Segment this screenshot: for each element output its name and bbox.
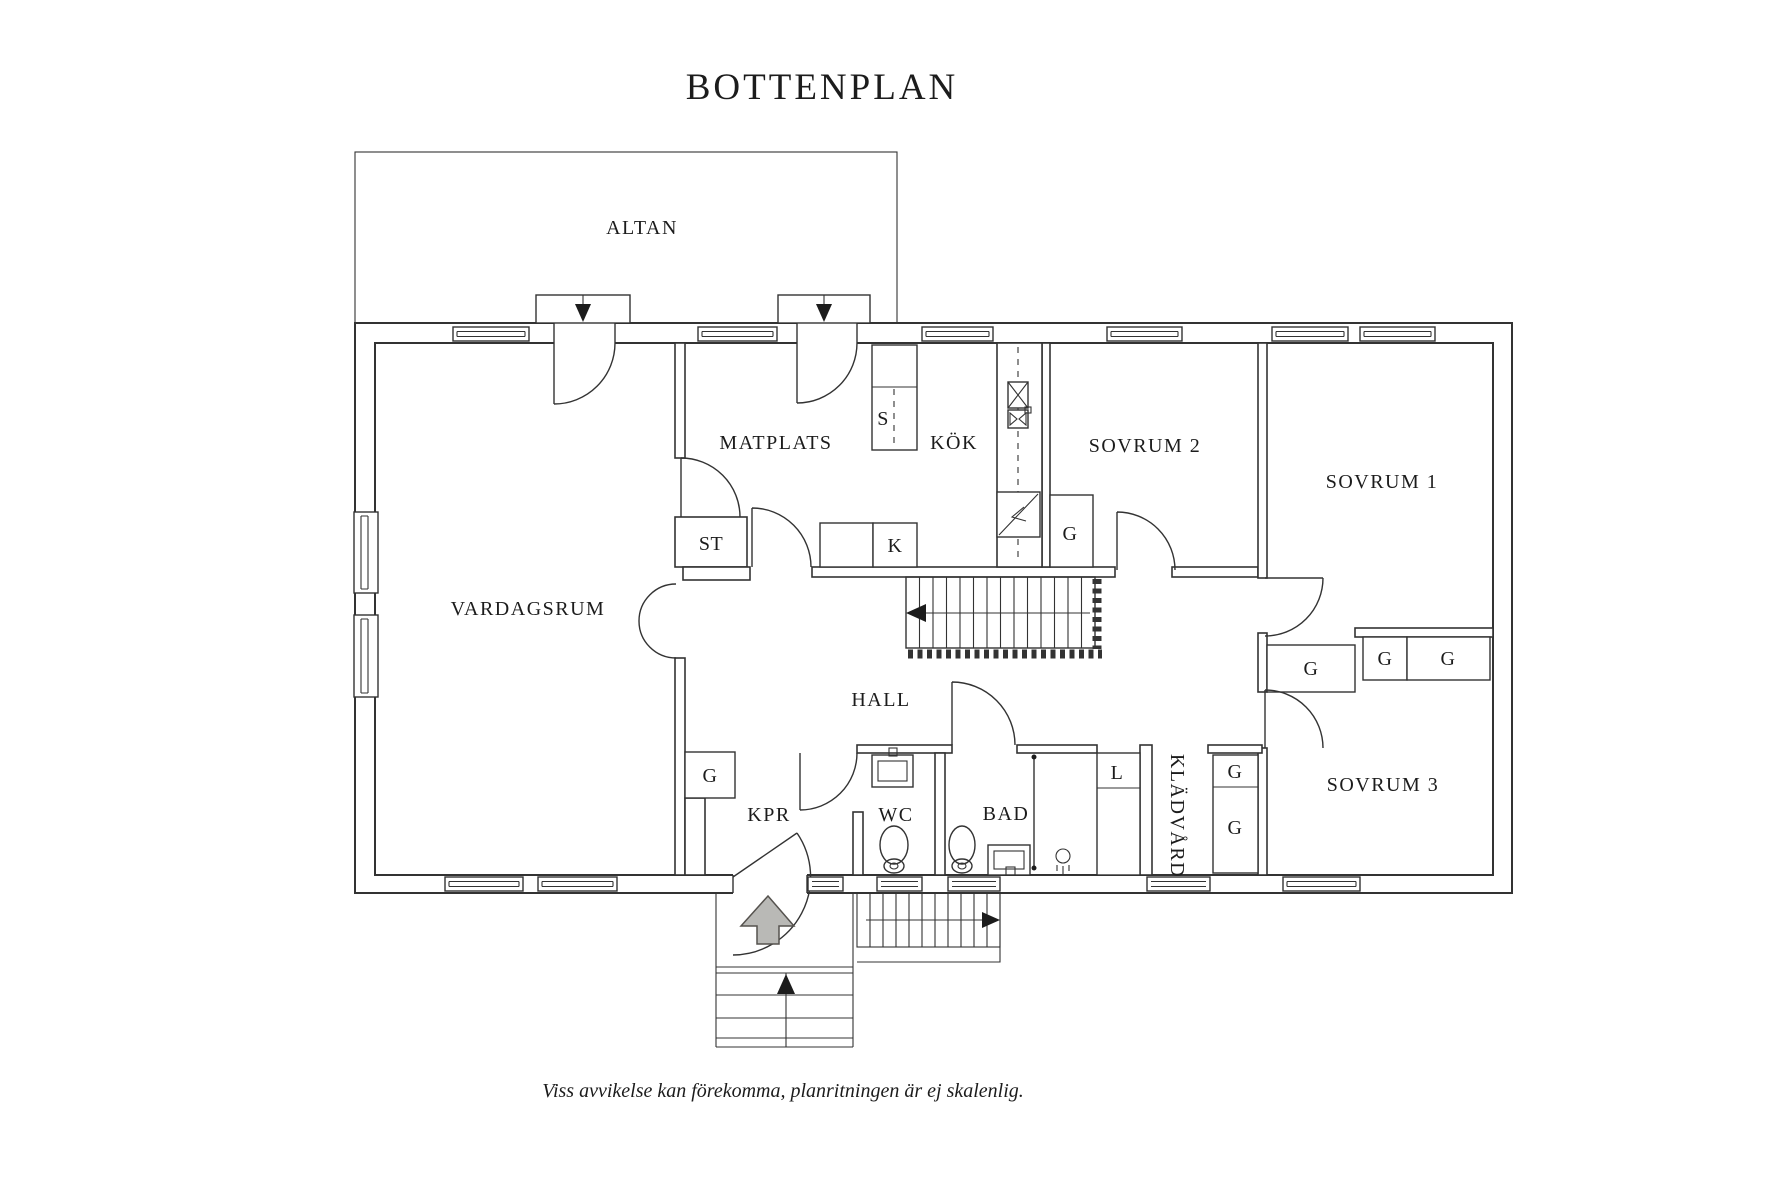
window: [1271, 326, 1349, 342]
st-closet-box: [674, 516, 751, 581]
closet-label-s: S: [877, 408, 889, 430]
door-sovrum3: [1264, 689, 1324, 749]
room-label-matplats: MATPLATS: [719, 432, 832, 454]
entry-landing: [715, 893, 854, 1048]
g-closet-row-1: [1362, 636, 1408, 681]
window: [1106, 326, 1183, 342]
door-matplats-west: [680, 457, 741, 518]
window: [947, 876, 1001, 892]
room-label-vardagsrum: VARDAGSRUM: [451, 598, 606, 620]
altan-door-boxes: [535, 294, 871, 324]
door-altan-matplats: [796, 342, 858, 404]
wc-fixtures: [871, 747, 914, 874]
sink-valve-icon: [1007, 406, 1032, 429]
windows-top: [452, 326, 1436, 342]
room-label-hall: HALL: [851, 689, 910, 711]
wc-sink-icon: [871, 747, 914, 788]
pantry-box: [871, 344, 918, 451]
door-bad: [951, 681, 1016, 746]
entry-arrow-icon: [739, 894, 796, 945]
g-closet-kpr: [684, 751, 736, 799]
exterior-openings: [553, 321, 858, 895]
closet-label-st: ST: [699, 533, 723, 555]
door-sovrum1: [1264, 577, 1324, 637]
bad-toilet-icon: [948, 825, 976, 874]
flue-icon: [996, 491, 1041, 538]
door-arrow-icon: [816, 304, 832, 322]
bad-fixtures: [948, 754, 1071, 876]
wardrobe-boxes: [684, 494, 1491, 876]
room-label-bad: BAD: [983, 803, 1030, 825]
room-label-altan: ALTAN: [606, 217, 678, 239]
l-closet: [1096, 752, 1141, 876]
room-label-sovrum2: SOVRUM 2: [1089, 435, 1202, 457]
closet-label-g: G: [1063, 523, 1078, 545]
window: [1282, 876, 1361, 892]
window: [876, 876, 923, 892]
basement-stair-arrow-icon: [982, 912, 1000, 928]
wc-toilet-icon: [879, 825, 909, 874]
window: [1359, 326, 1436, 342]
door-arrow-icon: [575, 304, 591, 322]
altan-door-2: [777, 294, 871, 324]
floor-drain-icon: [1055, 848, 1071, 874]
page-title: BOTTENPLAN: [686, 67, 959, 108]
window: [444, 876, 524, 892]
window: [353, 511, 379, 594]
window: [353, 614, 379, 698]
shower-divider: [1031, 754, 1037, 871]
window: [1146, 876, 1211, 892]
g-closet-hall: [1266, 644, 1356, 693]
windows-left: [353, 511, 379, 698]
bad-sink-icon: [987, 844, 1031, 876]
closet-label-g: G: [1378, 648, 1393, 670]
door-altan-vardagsrum: [553, 342, 616, 405]
building-outline: [354, 322, 1513, 894]
closet-label-g: G: [1228, 761, 1243, 783]
door-arcs: [553, 342, 1324, 956]
closet-label-k: K: [888, 535, 903, 557]
fridge-boxes: [819, 522, 918, 568]
closet-label-g: G: [1304, 658, 1319, 680]
room-label-kok: KÖK: [930, 431, 978, 454]
basement-stairs: [856, 892, 1001, 963]
window: [452, 326, 530, 342]
closet-label-l: L: [1111, 762, 1124, 784]
window: [921, 326, 994, 342]
room-label-kpr: KPR: [747, 804, 790, 826]
exterior-stair-arrow-icon: [777, 974, 795, 994]
room-label-sovrum3: SOVRUM 3: [1327, 774, 1440, 796]
door-sovrum2: [1116, 511, 1176, 571]
stair-direction-arrow-icon: [906, 604, 1090, 622]
door-matplats-hall: [751, 507, 812, 568]
room-label-kladvard: KLÄDVÅRD: [1166, 754, 1189, 878]
g-closets-kladvard: [1212, 754, 1259, 874]
staircase-upper: [905, 576, 1102, 659]
door-wc: [799, 752, 858, 811]
g-closet-row-2: [1406, 636, 1491, 681]
door-vardagsrum-swing: [638, 583, 677, 659]
closet-label-g: G: [703, 765, 718, 787]
g-closet-sovrum2: [1049, 494, 1094, 568]
room-label-sovrum1: SOVRUM 1: [1326, 471, 1439, 493]
closet-label-g: G: [1228, 817, 1243, 839]
disclaimer-caption: Viss avvikelse kan förekomma, planritnin…: [542, 1080, 1024, 1102]
room-label-wc: WC: [878, 804, 913, 826]
entrance-area: [715, 892, 1001, 1048]
kitchen-shaft: [996, 342, 1043, 568]
closet-label-g: G: [1441, 648, 1456, 670]
door-entrance: [732, 832, 812, 956]
window: [537, 876, 618, 892]
altan-door-1: [535, 294, 631, 324]
windows-bottom: [444, 876, 1361, 892]
window: [697, 326, 778, 342]
window: [807, 876, 844, 892]
stove-icon: [1007, 381, 1029, 409]
